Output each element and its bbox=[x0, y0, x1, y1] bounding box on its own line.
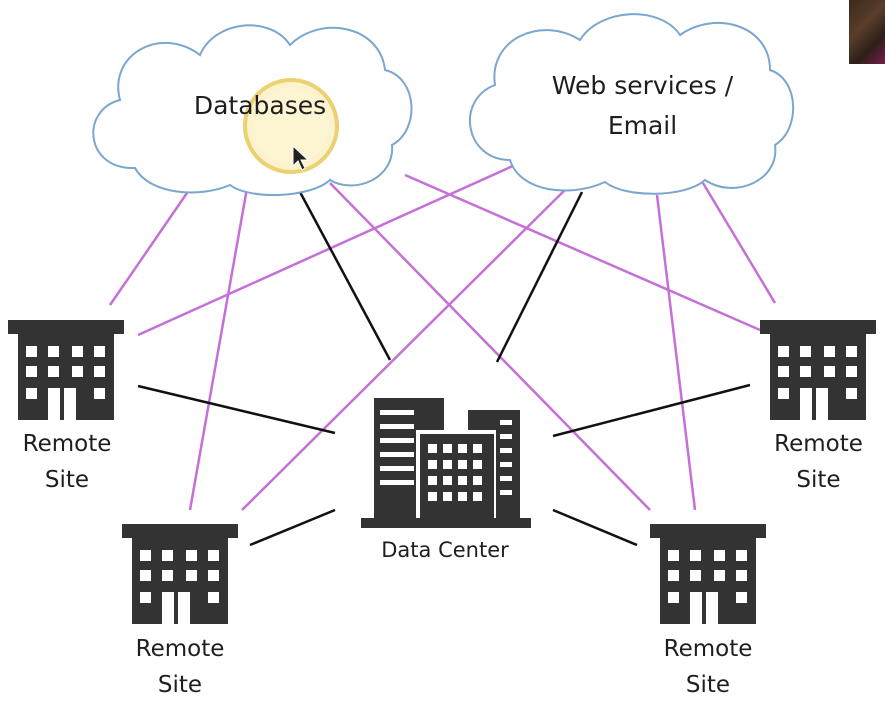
link-dc-site-left bbox=[137, 384, 336, 435]
office-building-icon bbox=[650, 524, 766, 624]
cursor-highlight bbox=[243, 78, 339, 174]
databases-label: Databases bbox=[193, 91, 327, 120]
site-right-label: Remote Site bbox=[774, 431, 863, 493]
datacenter-links bbox=[137, 191, 751, 547]
link-web-site-left bbox=[137, 163, 516, 337]
data-center-label: Data Center bbox=[381, 538, 509, 562]
link-dc-db bbox=[298, 191, 392, 361]
link-db-site-bottom-left bbox=[188, 187, 249, 511]
web-services-label: Web services / Email bbox=[551, 71, 734, 140]
link-db-site-bottom-right bbox=[329, 182, 651, 511]
data-center-icon bbox=[361, 398, 531, 528]
link-dc-web bbox=[495, 191, 584, 363]
office-building-icon bbox=[122, 524, 238, 624]
link-dc-site-bottom-right bbox=[552, 508, 638, 547]
link-web-site-bottom-left bbox=[241, 177, 578, 511]
arrow-cursor-icon bbox=[292, 144, 310, 171]
link-web-site-right bbox=[701, 182, 777, 304]
site-bottom-right-label: Remote Site bbox=[663, 636, 753, 698]
office-building-icon bbox=[760, 320, 876, 420]
cloud-links bbox=[108, 163, 777, 511]
site-bottom-left-label: Remote Site bbox=[135, 636, 225, 698]
link-web-site-bottom-right bbox=[655, 194, 697, 511]
webcam-thumbnail bbox=[849, 0, 885, 64]
link-dc-site-right bbox=[552, 383, 751, 438]
link-db-site-right bbox=[404, 173, 761, 332]
web-services-cloud-icon bbox=[469, 13, 795, 195]
link-db-site-left bbox=[108, 192, 189, 306]
office-building-icon bbox=[8, 320, 124, 420]
site-left-label: Remote Site bbox=[22, 431, 112, 493]
link-dc-site-bottom-left bbox=[249, 508, 336, 547]
